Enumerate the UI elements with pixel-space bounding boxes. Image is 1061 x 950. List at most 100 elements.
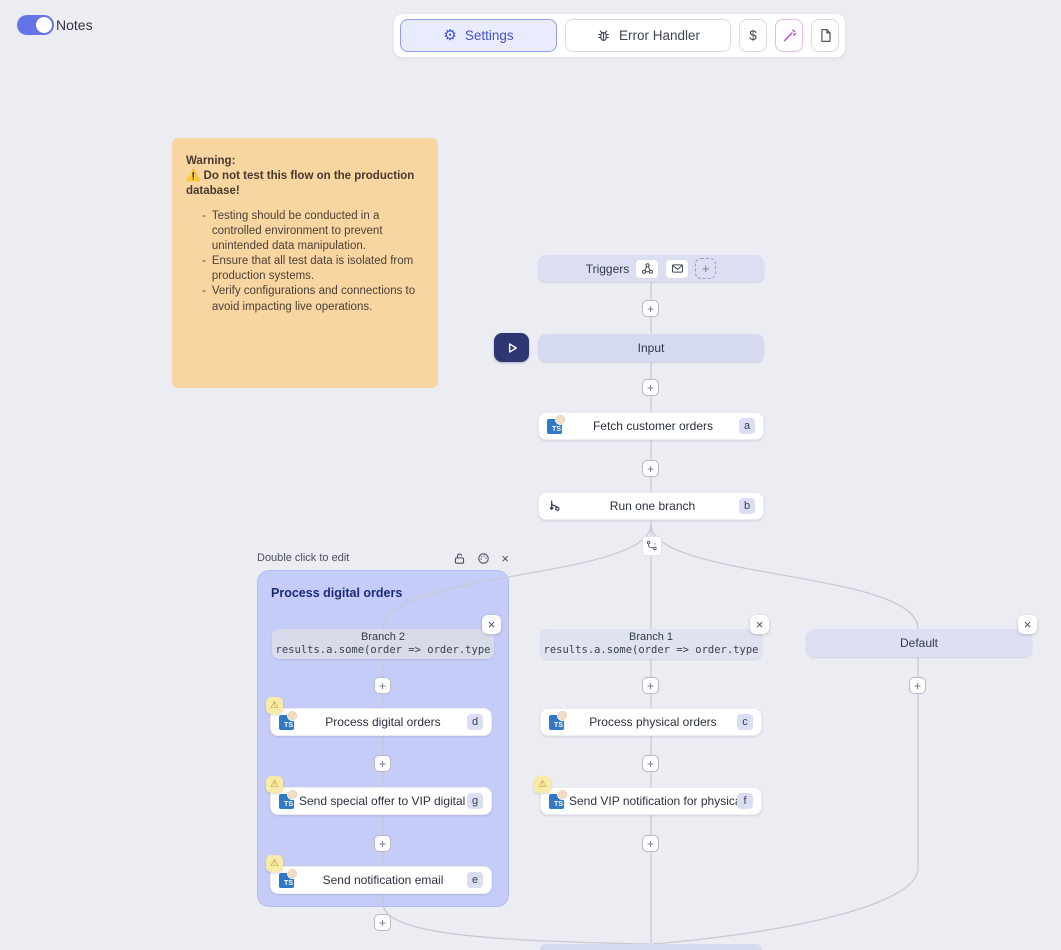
insert-step-button[interactable] xyxy=(374,677,391,694)
group-header-row: Double click to edit × xyxy=(257,550,509,566)
group-close-icon[interactable]: × xyxy=(501,550,509,566)
step-id-badge: d xyxy=(467,714,483,730)
step-id-badge: a xyxy=(739,418,755,434)
warning-badge[interactable] xyxy=(266,855,283,872)
ai-wand-button[interactable] xyxy=(775,19,803,52)
typescript-bun-icon: TS xyxy=(279,789,298,809)
default-branch-header[interactable]: Default xyxy=(806,629,1032,657)
branch1-header[interactable]: Branch 1 results.a.some(order => order.t… xyxy=(540,629,762,659)
branch2-header[interactable]: Branch 2 results.a.some(order => order.t… xyxy=(272,629,494,659)
palette-icon[interactable] xyxy=(477,552,490,565)
warning-badge[interactable] xyxy=(266,697,283,714)
branch2-title: Branch 2 xyxy=(360,631,406,643)
flow-note[interactable]: Warning: ⚠️ Do not test this flow on the… xyxy=(172,138,438,388)
insert-step-button[interactable] xyxy=(909,677,926,694)
gear-icon xyxy=(443,28,456,43)
list-dash: - xyxy=(202,285,206,298)
note-list-item: -Testing should be conducted in a contro… xyxy=(202,209,424,255)
email-trigger-button[interactable] xyxy=(665,258,690,279)
step-id-badge: g xyxy=(467,793,483,809)
webhook-trigger-button[interactable] xyxy=(635,258,660,279)
toggle-knob xyxy=(36,17,52,33)
input-node[interactable]: Input xyxy=(538,334,764,362)
notes-toggle-label: Notes xyxy=(56,17,93,33)
step-send-special-offer[interactable]: TS Send special offer to VIP digital c..… xyxy=(270,787,492,815)
delete-default-branch-button[interactable] xyxy=(1018,615,1037,634)
note-list: -Testing should be conducted in a contro… xyxy=(186,209,424,315)
mail-icon xyxy=(671,264,683,273)
unlock-icon[interactable] xyxy=(453,552,466,565)
group-title: Process digital orders xyxy=(271,586,403,600)
step-send-vip-notification[interactable]: TS Send VIP notification for physical...… xyxy=(540,787,762,815)
delete-branch1-button[interactable] xyxy=(750,615,769,634)
step-label: Send VIP notification for physical... xyxy=(569,794,737,808)
warning-badge[interactable] xyxy=(266,776,283,793)
triggers-label: Triggers xyxy=(585,261,630,276)
play-icon xyxy=(508,342,517,353)
insert-step-button[interactable] xyxy=(374,914,391,931)
note-title: Warning: xyxy=(186,155,236,167)
error-handler-button[interactable]: Error Handler xyxy=(565,19,731,52)
warning-badge[interactable] xyxy=(534,776,551,793)
note-list-item: -Ensure that all test data is isolated f… xyxy=(202,254,424,284)
insert-step-button[interactable] xyxy=(642,755,659,772)
flow-toolbar: Settings Error Handler $ xyxy=(393,13,846,58)
step-run-one-branch[interactable]: Run one branch b xyxy=(538,492,764,520)
group-edit-hint: Double click to edit xyxy=(257,552,350,564)
export-document-button[interactable] xyxy=(811,19,839,52)
list-dash: - xyxy=(202,209,206,222)
typescript-bun-icon: TS xyxy=(549,789,568,809)
step-process-digital-orders[interactable]: TS Process digital orders d xyxy=(270,708,492,736)
step-label: Process physical orders xyxy=(589,715,717,729)
branch1-title: Branch 1 xyxy=(628,631,674,643)
bug-icon xyxy=(596,28,611,43)
step-process-physical-orders[interactable]: TS Process physical orders c xyxy=(540,708,762,736)
typescript-bun-icon: TS xyxy=(549,710,568,730)
typescript-bun-icon: TS xyxy=(279,868,298,888)
dollar-icon: $ xyxy=(749,28,757,43)
list-dash: - xyxy=(202,255,206,268)
step-fetch-customer-orders[interactable]: TS Fetch customer orders a xyxy=(538,412,764,440)
branch2-condition-code: results.a.some(order => order.type xyxy=(275,644,491,656)
run-flow-button[interactable] xyxy=(494,333,529,362)
delete-branch2-button[interactable] xyxy=(482,615,501,634)
insert-step-button[interactable] xyxy=(642,300,659,317)
step-label: Run one branch xyxy=(609,499,696,513)
step-label: Fetch customer orders xyxy=(592,419,714,433)
note-alert: ⚠️ Do not test this flow on the producti… xyxy=(186,170,415,198)
document-icon xyxy=(818,28,833,43)
step-id-badge: b xyxy=(739,498,755,514)
triggers-node[interactable]: Triggers xyxy=(538,255,764,282)
insert-step-button[interactable] xyxy=(642,835,659,852)
branch-split-icon xyxy=(646,540,657,551)
error-handler-button-label: Error Handler xyxy=(618,28,701,43)
bottom-node-partial[interactable] xyxy=(540,944,762,950)
default-branch-label: Default xyxy=(899,636,939,650)
branch-junction-button[interactable] xyxy=(642,536,662,556)
dollar-button[interactable]: $ xyxy=(739,19,767,52)
note-item-text: Testing should be conducted in a control… xyxy=(211,209,383,252)
step-label: Send special offer to VIP digital c... xyxy=(299,794,467,808)
settings-button[interactable]: Settings xyxy=(400,19,557,52)
branch1-condition-code: results.a.some(order => order.type xyxy=(543,644,759,656)
step-id-badge: c xyxy=(737,714,753,730)
step-send-notification-email[interactable]: TS Send notification email e xyxy=(270,866,492,894)
insert-step-button[interactable] xyxy=(374,755,391,772)
note-list-item: -Verify configurations and connections t… xyxy=(202,284,424,314)
input-node-label: Input xyxy=(637,341,665,355)
webhook-icon xyxy=(641,263,653,274)
group-header-icons: × xyxy=(453,552,509,565)
insert-step-button[interactable] xyxy=(642,677,659,694)
insert-step-button[interactable] xyxy=(642,379,659,396)
step-label: Process digital orders xyxy=(325,715,441,729)
notes-toggle[interactable] xyxy=(17,15,54,35)
step-id-badge: e xyxy=(467,872,483,888)
insert-step-button[interactable] xyxy=(642,460,659,477)
settings-button-label: Settings xyxy=(464,28,514,43)
insert-step-button[interactable] xyxy=(374,835,391,852)
note-item-text: Verify configurations and connections to… xyxy=(211,285,416,313)
add-trigger-button[interactable] xyxy=(695,258,717,279)
group-process-digital-orders[interactable] xyxy=(257,570,509,907)
typescript-bun-icon: TS xyxy=(279,710,298,730)
